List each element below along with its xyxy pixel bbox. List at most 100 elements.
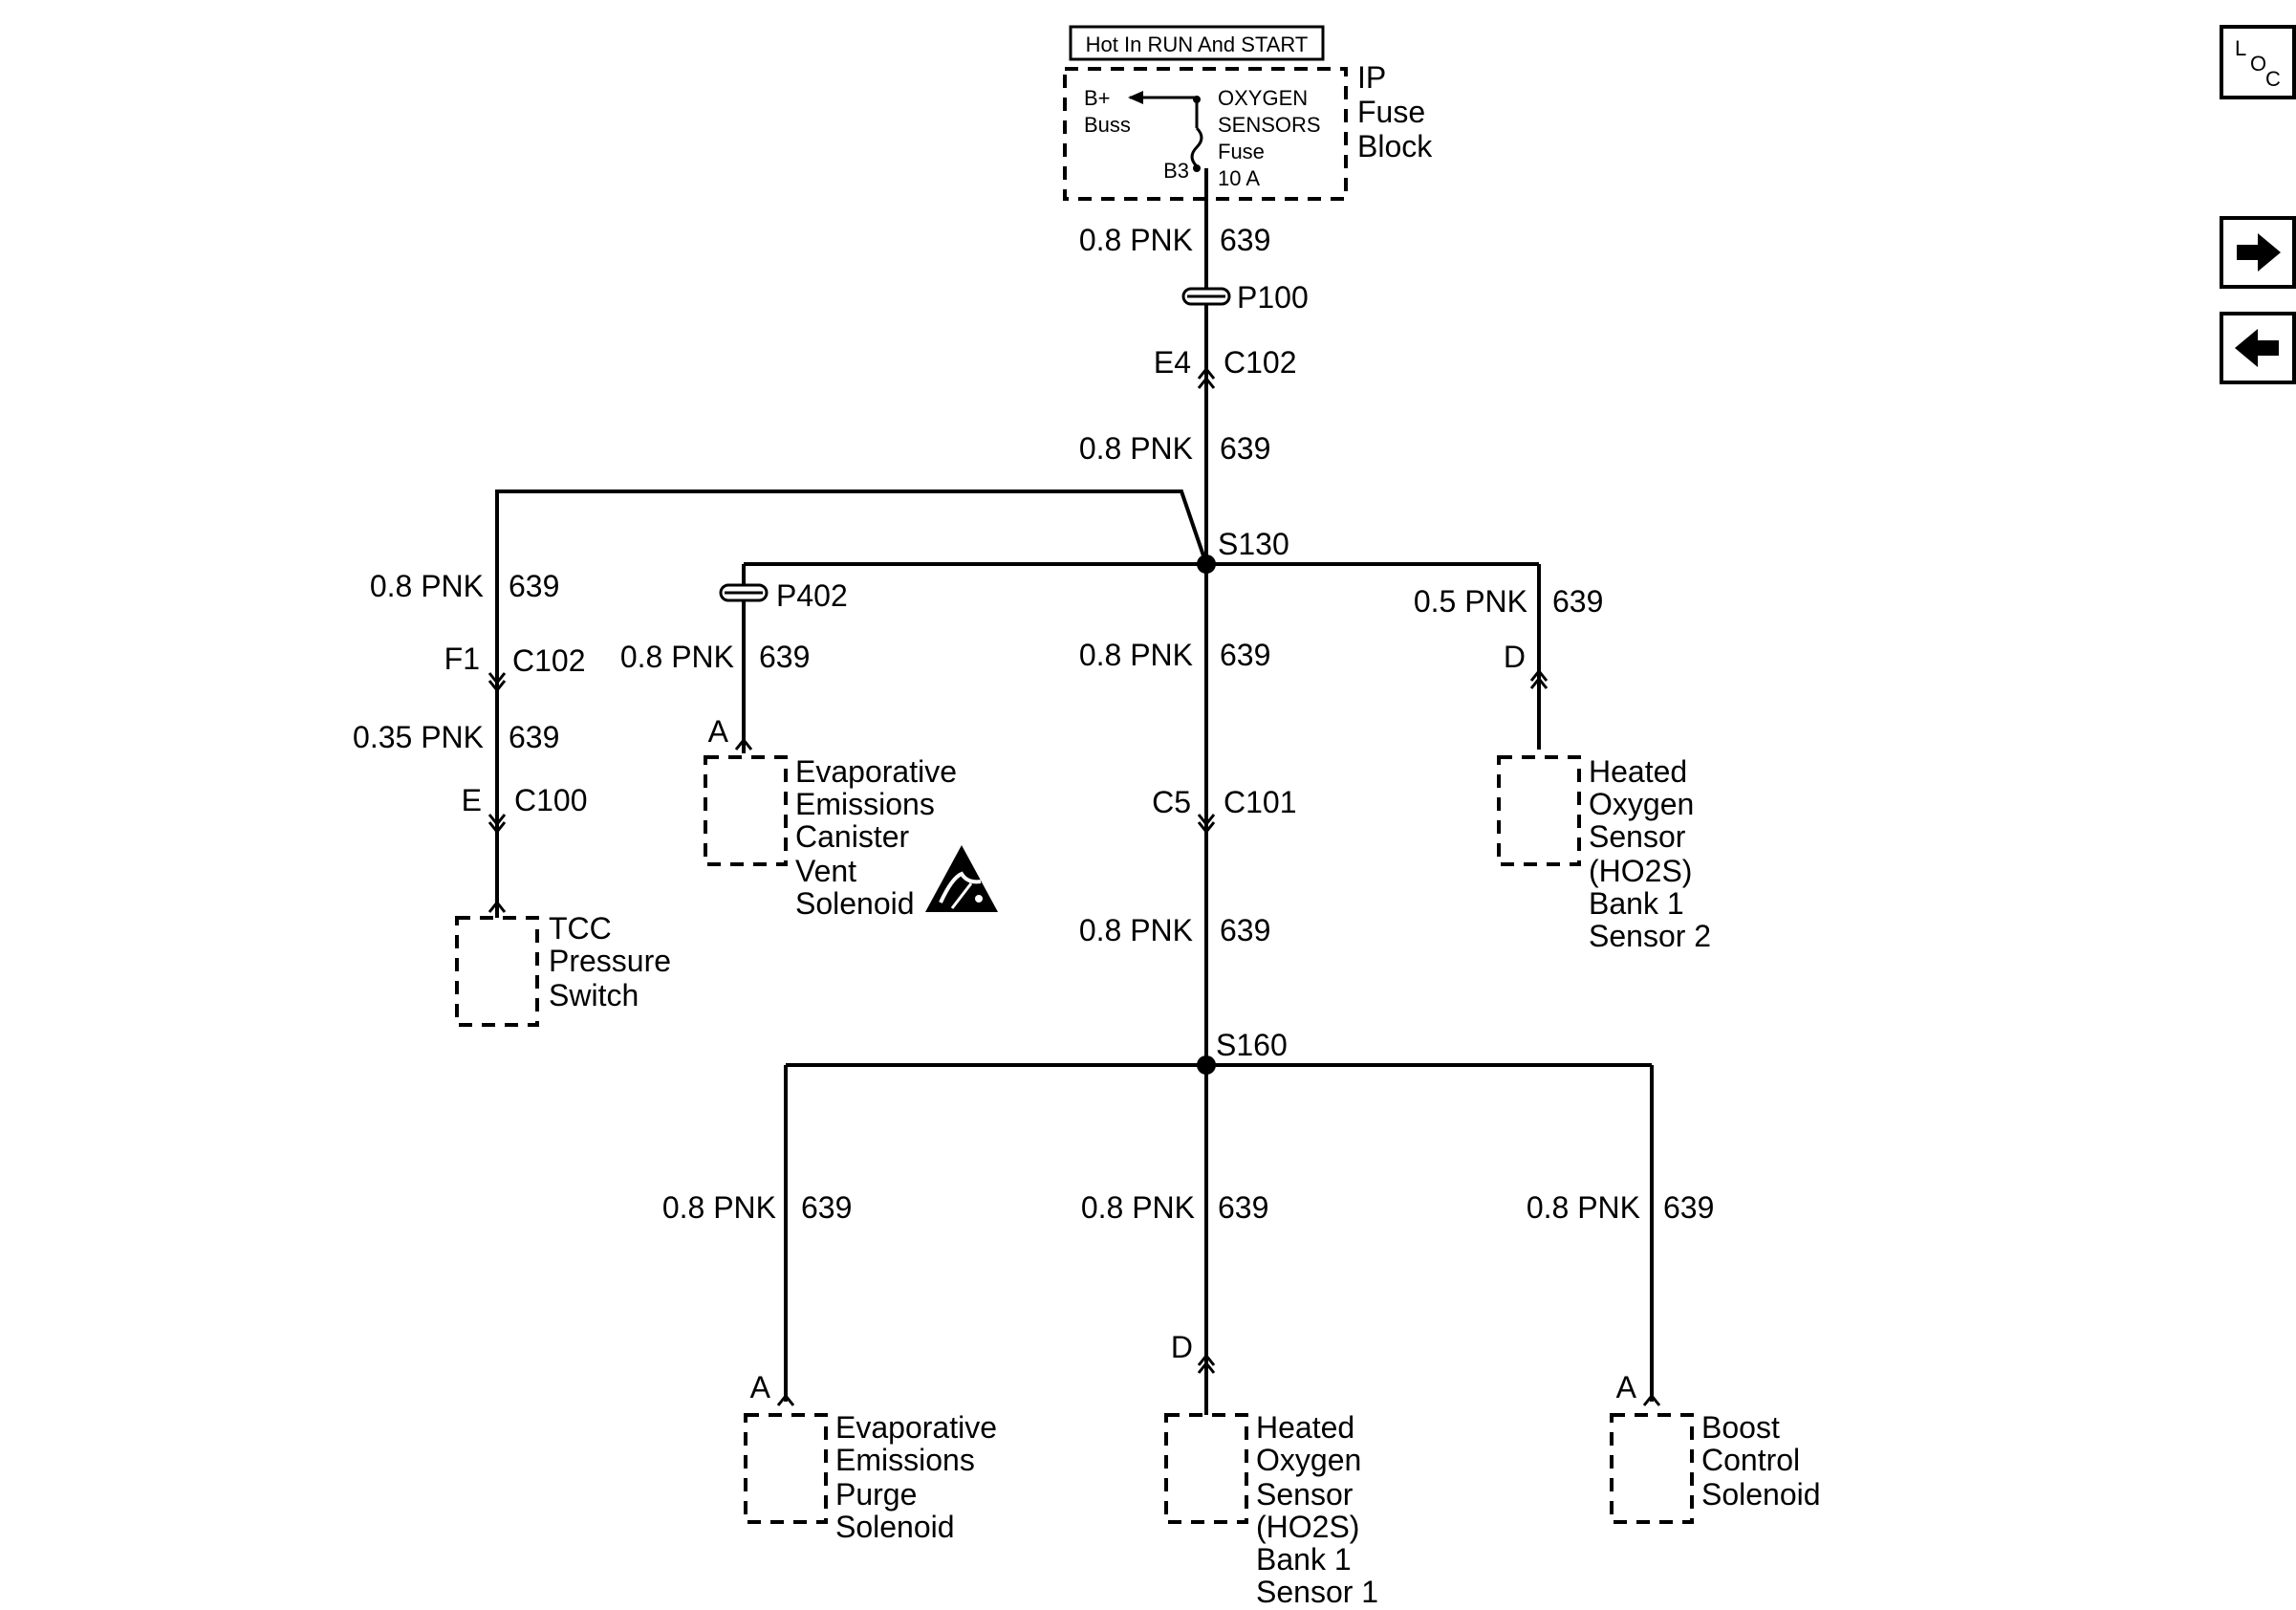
ho2s2-label-5: Bank 1 (1589, 886, 1684, 921)
purge-label-1: Evaporative (835, 1410, 997, 1445)
e-label: E (462, 783, 482, 817)
ho2s2-label-6: Sensor 2 (1589, 919, 1711, 953)
p100-passthrough-icon (1181, 287, 1231, 306)
wire-label-gauge: 0.8 PNK (1079, 638, 1193, 672)
a-purge-label: A (750, 1370, 771, 1404)
tcc-label-2: Pressure (549, 944, 671, 978)
wire-label-circuit: 639 (1663, 1190, 1714, 1225)
evap-vent-label-2: Emissions (795, 787, 935, 821)
previous-button[interactable] (2220, 312, 2296, 384)
boost-label-2: Control (1701, 1443, 1800, 1477)
p100-label: P100 (1237, 280, 1309, 315)
arrow-left-icon (2235, 329, 2279, 367)
wire-label-circuit: 639 (801, 1190, 852, 1225)
hot-in-run-start-box (1069, 25, 1325, 61)
boost-control-solenoid (1610, 1413, 1694, 1524)
loc-button[interactable]: L O C (2220, 25, 2296, 99)
tcc-terminal-icon (487, 900, 507, 913)
ho2s1-label-2: Oxygen (1256, 1443, 1361, 1477)
ho2s2-label-3: Sensor (1589, 819, 1686, 854)
boost-label-1: Boost (1701, 1410, 1780, 1445)
evap-canister-vent-solenoid (704, 755, 788, 866)
esd-warning-icon (925, 845, 998, 912)
c102-left-connector-icon (487, 672, 507, 685)
wire-label-circuit: 639 (1220, 223, 1270, 257)
wire-label-circuit: 639 (1218, 1190, 1268, 1225)
a-boost-label: A (1616, 1370, 1637, 1404)
ho2s1-label-4: (HO2S) (1256, 1510, 1359, 1544)
wire-label-gauge: 0.8 PNK (370, 569, 484, 603)
wire-label-gauge: 0.8 PNK (1079, 223, 1193, 257)
wire-label-gauge: 0.35 PNK (353, 720, 484, 754)
tcc-label-3: Switch (549, 978, 639, 1012)
wire-label-gauge: 0.8 PNK (1527, 1190, 1640, 1225)
wire-label-circuit: 639 (1220, 431, 1270, 466)
wire-label-circuit: 639 (509, 569, 559, 603)
e4-label: E4 (1154, 345, 1191, 380)
c100-label: C100 (514, 783, 588, 817)
ho2s1-label-6: Sensor 1 (1256, 1575, 1378, 1609)
d-ho2s1-label: D (1171, 1330, 1193, 1364)
ho2s1-label-3: Sensor (1256, 1477, 1354, 1512)
c102-left-label: C102 (512, 643, 586, 678)
ho2s2-label-4: (HO2S) (1589, 854, 1692, 888)
purge-label-4: Solenoid (835, 1510, 955, 1544)
tcc-label-1: TCC (549, 911, 612, 946)
purge-terminal-icon (776, 1393, 795, 1406)
fuse-name-4: 10 A (1218, 166, 1260, 190)
wire-label-gauge: 0.8 PNK (620, 640, 734, 674)
a-vent-label: A (708, 714, 729, 749)
ho2s2-label-2: Oxygen (1589, 787, 1694, 821)
wire-label-circuit: 639 (1220, 638, 1270, 672)
wire-label-circuit: 639 (509, 720, 559, 754)
f1-label: F1 (444, 642, 480, 676)
c101-label: C101 (1224, 785, 1297, 819)
ho2s-bank1-sensor1 (1164, 1413, 1248, 1524)
d-ho2s2-label: D (1504, 640, 1526, 674)
wire-label-gauge: 0.8 PNK (662, 1190, 776, 1225)
c5-label: C5 (1152, 785, 1191, 819)
ho2s1-connector-icon (1197, 1353, 1216, 1366)
fuse-block-title-1: IP (1357, 60, 1386, 95)
wire-label-gauge: 0.5 PNK (1414, 584, 1527, 619)
evap-vent-label-4: Vent (795, 854, 856, 888)
ho2s-bank1-sensor2 (1497, 755, 1581, 866)
ho2s2-connector-icon (1529, 668, 1549, 682)
p402-label: P402 (776, 578, 848, 613)
next-button[interactable] (2220, 216, 2296, 289)
terminal-b3: B3 (1163, 159, 1189, 183)
loc-l: L (2235, 36, 2246, 60)
ho2s1-label-1: Heated (1256, 1410, 1354, 1445)
fuse-name-1: OXYGEN (1218, 86, 1308, 110)
purge-label-3: Purge (835, 1477, 917, 1512)
evap-vent-terminal-icon (734, 737, 753, 751)
fuse-block-title-2: Fuse (1357, 95, 1425, 129)
evap-vent-label-5: Solenoid (795, 886, 915, 921)
fuse-block-title-3: Block (1357, 129, 1433, 163)
fuse-element (1190, 126, 1203, 168)
c102-connector-icon (1197, 366, 1216, 380)
wire-label-gauge: 0.8 PNK (1079, 913, 1193, 947)
hot-in-run-start-label: Hot In RUN And START (1086, 33, 1309, 56)
bplus-arrow-icon (1128, 91, 1143, 104)
tcc-pressure-switch (455, 916, 539, 1027)
purge-label-2: Emissions (835, 1443, 975, 1477)
evap-vent-label-3: Canister (795, 819, 910, 854)
fuse-name-3: Fuse (1218, 140, 1265, 163)
fuse-bottom-node (1193, 164, 1201, 172)
fuse-name-2: SENSORS (1218, 113, 1321, 137)
bplus-label: B+ (1084, 86, 1111, 110)
s160-label: S160 (1216, 1028, 1288, 1062)
evap-purge-solenoid (744, 1413, 828, 1524)
s130-label: S130 (1218, 527, 1289, 561)
loc-o: O (2250, 52, 2266, 76)
ho2s1-label-5: Bank 1 (1256, 1542, 1352, 1577)
buss-label: Buss (1084, 113, 1131, 137)
c102-top-label: C102 (1224, 345, 1297, 380)
loc-c: C (2265, 67, 2281, 91)
boost-terminal-icon (1642, 1393, 1661, 1406)
wire-label-gauge: 0.8 PNK (1079, 431, 1193, 466)
boost-label-3: Solenoid (1701, 1477, 1821, 1512)
wire-label-circuit: 639 (759, 640, 810, 674)
